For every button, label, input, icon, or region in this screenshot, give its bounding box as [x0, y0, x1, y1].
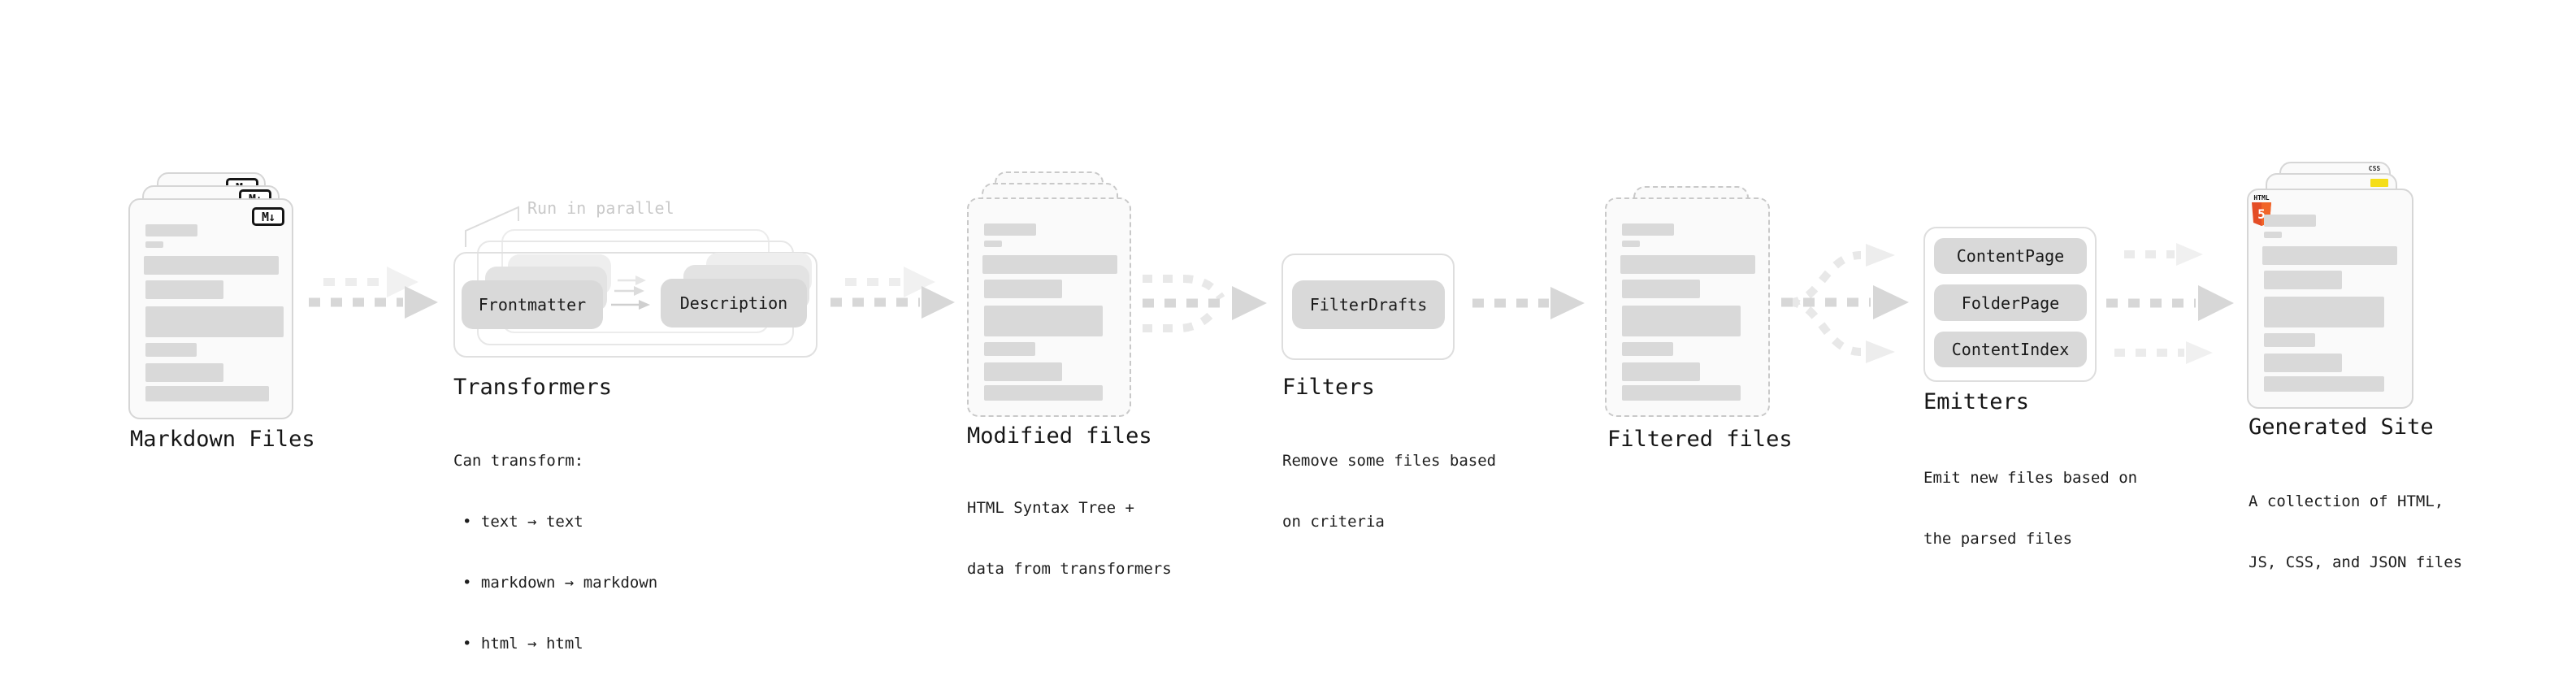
generated-desc-line: JS, CSS, and JSON files	[2249, 553, 2463, 571]
filters-description: Remove some files based on criteria	[1282, 410, 1496, 573]
emitters-description: Emit new files based on the parsed files	[1923, 427, 2137, 590]
doc-content-line	[2264, 297, 2384, 327]
stage-generated-site: CSS HTML 5	[2247, 162, 2413, 410]
html5-icon-number: 5	[2257, 206, 2266, 222]
doc-content-line	[1622, 280, 1700, 298]
arrow-transformers-to-modified	[830, 267, 955, 319]
arrow-markdown-to-transformers	[309, 267, 438, 319]
arrow-filtered-to-emitters-fork	[1781, 244, 1909, 363]
generated-site-label: Generated Site	[2249, 414, 2434, 440]
doc-content-line	[145, 306, 284, 337]
description-pill: Description	[661, 279, 807, 327]
modified-files-label: Modified files	[967, 423, 1152, 449]
doc-content-line	[145, 241, 163, 248]
doc-content-line	[984, 385, 1103, 401]
doc-content-line	[984, 223, 1036, 236]
site-file-card-html: HTML 5	[2247, 189, 2413, 409]
doc-content-line	[1622, 362, 1700, 381]
generated-site-description: A collection of HTML, JS, CSS, and JSON …	[2249, 451, 2462, 614]
html5-icon-text: HTML	[2253, 194, 2269, 202]
transformers-container-front	[453, 252, 817, 358]
doc-content-line	[145, 343, 197, 357]
can-transform-title: Can transform:	[453, 452, 584, 470]
doc-content-line	[984, 241, 1002, 247]
doc-content-line	[144, 256, 279, 275]
filtered-files-label: Filtered files	[1607, 427, 1793, 452]
modified-files-description: HTML Syntax Tree + data from transformer…	[967, 458, 1172, 620]
emitters-desc-line: Emit new files based on	[1923, 469, 2138, 487]
doc-content-line	[2264, 271, 2342, 289]
frontmatter-pill: Frontmatter	[462, 280, 603, 329]
doc-content-line	[2264, 376, 2384, 392]
doc-content-line	[984, 306, 1103, 336]
doc-content-line	[145, 386, 269, 401]
doc-content-line	[2264, 232, 2282, 238]
doc-content-line	[145, 280, 223, 299]
filters-desc-line: Remove some files based	[1282, 452, 1497, 470]
stage-filtered-files	[1605, 186, 1770, 422]
folderpage-pill: FolderPage	[1934, 284, 2087, 321]
filterdrafts-pill: FilterDrafts	[1292, 280, 1445, 329]
doc-content-line	[982, 255, 1117, 274]
doc-content-line	[145, 224, 197, 236]
contentindex-pill: ContentIndex	[1934, 332, 2087, 367]
run-in-parallel-callout-line	[465, 206, 519, 247]
markdown-files-label: Markdown Files	[130, 427, 315, 452]
doc-content-line	[2262, 246, 2397, 265]
markdown-file-card-front: M↓	[128, 198, 293, 419]
emitters-label: Emitters	[1923, 389, 2030, 414]
doc-content-line	[984, 342, 1035, 356]
arrow-filters-to-filtered	[1472, 287, 1585, 319]
filters-label: Filters	[1282, 375, 1375, 400]
js-icon	[2370, 179, 2388, 187]
doc-content-line	[1622, 306, 1741, 336]
doc-content-line	[2264, 333, 2315, 347]
arrow-emitters-to-site	[2106, 243, 2234, 364]
markdown-icon: M↓	[252, 207, 284, 226]
transform-bullet: • text → text	[462, 513, 583, 531]
generated-desc-line: A collection of HTML,	[2249, 492, 2444, 510]
modified-desc-line: HTML Syntax Tree +	[967, 499, 1134, 517]
doc-content-line	[2264, 354, 2342, 372]
stage-markdown-files: M↓ M↓ M↓	[128, 172, 293, 419]
transformers-description: Can transform: • text → text • markdown …	[453, 410, 657, 681]
doc-content-line	[2264, 215, 2316, 227]
modified-desc-line: data from transformers	[967, 560, 1172, 578]
arrow-frontmatter-to-description	[611, 275, 650, 310]
filters-desc-line: on criteria	[1282, 513, 1385, 531]
doc-content-line	[1622, 241, 1640, 247]
doc-content-line	[1622, 223, 1674, 236]
css-icon-text: CSS	[2368, 165, 2381, 172]
transform-bullet: • html → html	[462, 635, 583, 653]
transformers-label: Transformers	[453, 375, 613, 400]
arrow-modified-to-filters-merge	[1143, 275, 1267, 332]
transform-bullet: • markdown → markdown	[462, 574, 658, 592]
contentpage-pill: ContentPage	[1934, 238, 2087, 274]
run-in-parallel-annotation: Run in parallel	[527, 198, 674, 218]
stage-modified-files	[967, 171, 1131, 419]
modified-file-card-front	[967, 197, 1131, 417]
doc-content-line	[1622, 385, 1741, 401]
doc-content-line	[1622, 342, 1673, 356]
doc-content-line	[145, 363, 223, 382]
filtered-file-card-front	[1605, 197, 1770, 417]
doc-content-line	[984, 280, 1062, 298]
doc-content-line	[1620, 255, 1755, 274]
emitters-desc-line: the parsed files	[1923, 530, 2073, 548]
doc-content-line	[984, 362, 1062, 381]
